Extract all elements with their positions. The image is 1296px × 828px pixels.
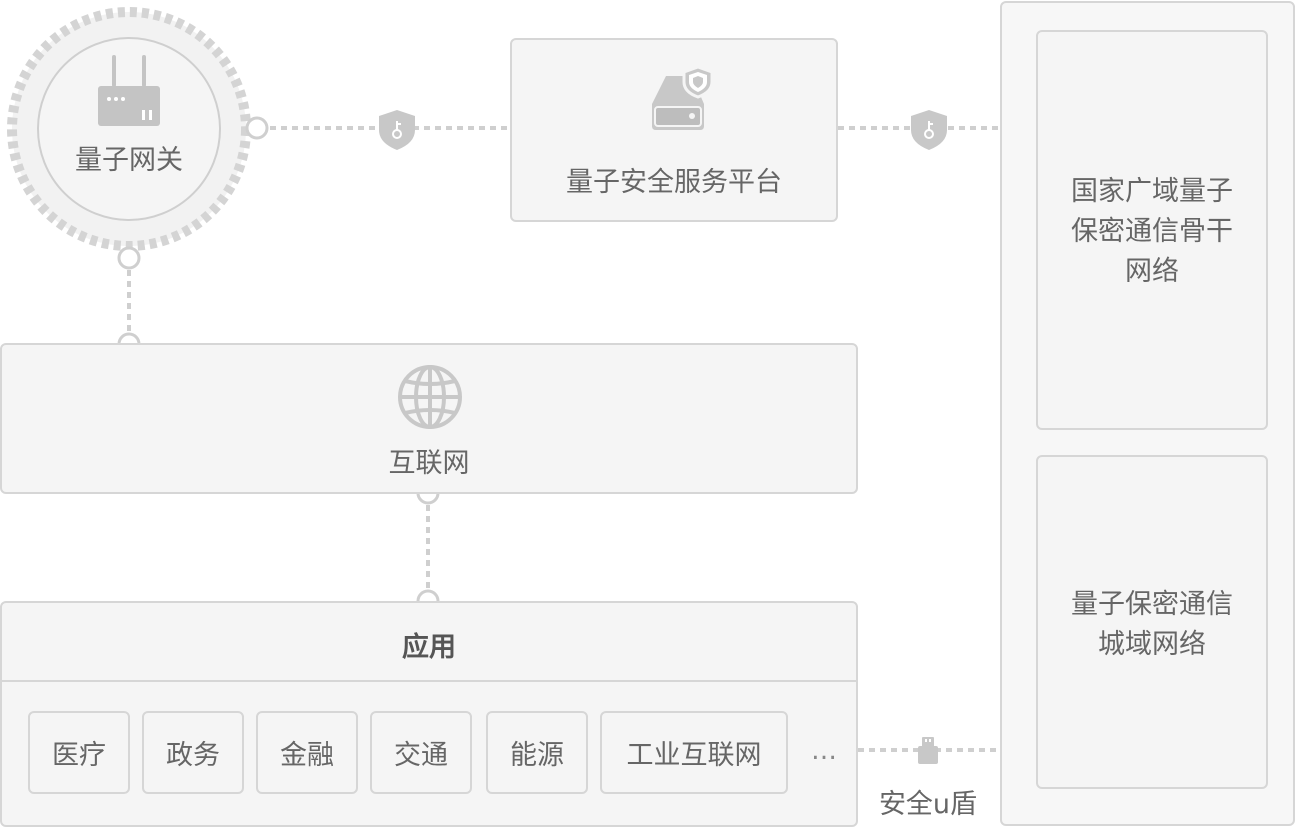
shield-key-icon [911,110,947,150]
app-item-government[interactable]: 政务 [142,711,244,794]
gateway-label: 量子网关 [75,145,183,176]
app-item-energy[interactable]: 能源 [486,711,588,794]
metro-label-line2: 城域网络 [1098,629,1206,660]
server-shield-icon [652,66,714,130]
application-title: 应用 [402,632,456,663]
gateway-node [7,7,251,251]
globe-icon [398,365,462,429]
metro-network-box: 量子保密通信 城域网络 [1036,455,1268,789]
internet-label: 互联网 [388,448,470,479]
backbone-network-box: 国家广域量子 保密通信骨干 网络 [1036,30,1268,430]
usb-key-icon [918,737,938,764]
application-divider [2,680,856,682]
backbone-label-line1: 国家广域量子 [1071,176,1233,207]
usb-key-label: 安全u盾 [878,789,978,820]
shield-key-icon [379,110,415,150]
app-item-transport[interactable]: 交通 [370,711,472,794]
platform-label: 量子安全服务平台 [566,167,782,198]
app-item-industrial-internet[interactable]: 工业互联网 [600,711,788,794]
metro-label-line1: 量子保密通信 [1071,589,1233,620]
router-icon [98,55,160,126]
backbone-label-line2: 保密通信骨干 [1071,216,1233,247]
platform-box: 量子安全服务平台 [510,38,838,222]
backbone-label-line3: 网络 [1125,256,1179,287]
app-item-finance[interactable]: 金融 [256,711,358,794]
internet-box: 互联网 [0,343,858,494]
app-item-medical[interactable]: 医疗 [28,711,130,794]
app-item-more: … [811,736,837,766]
